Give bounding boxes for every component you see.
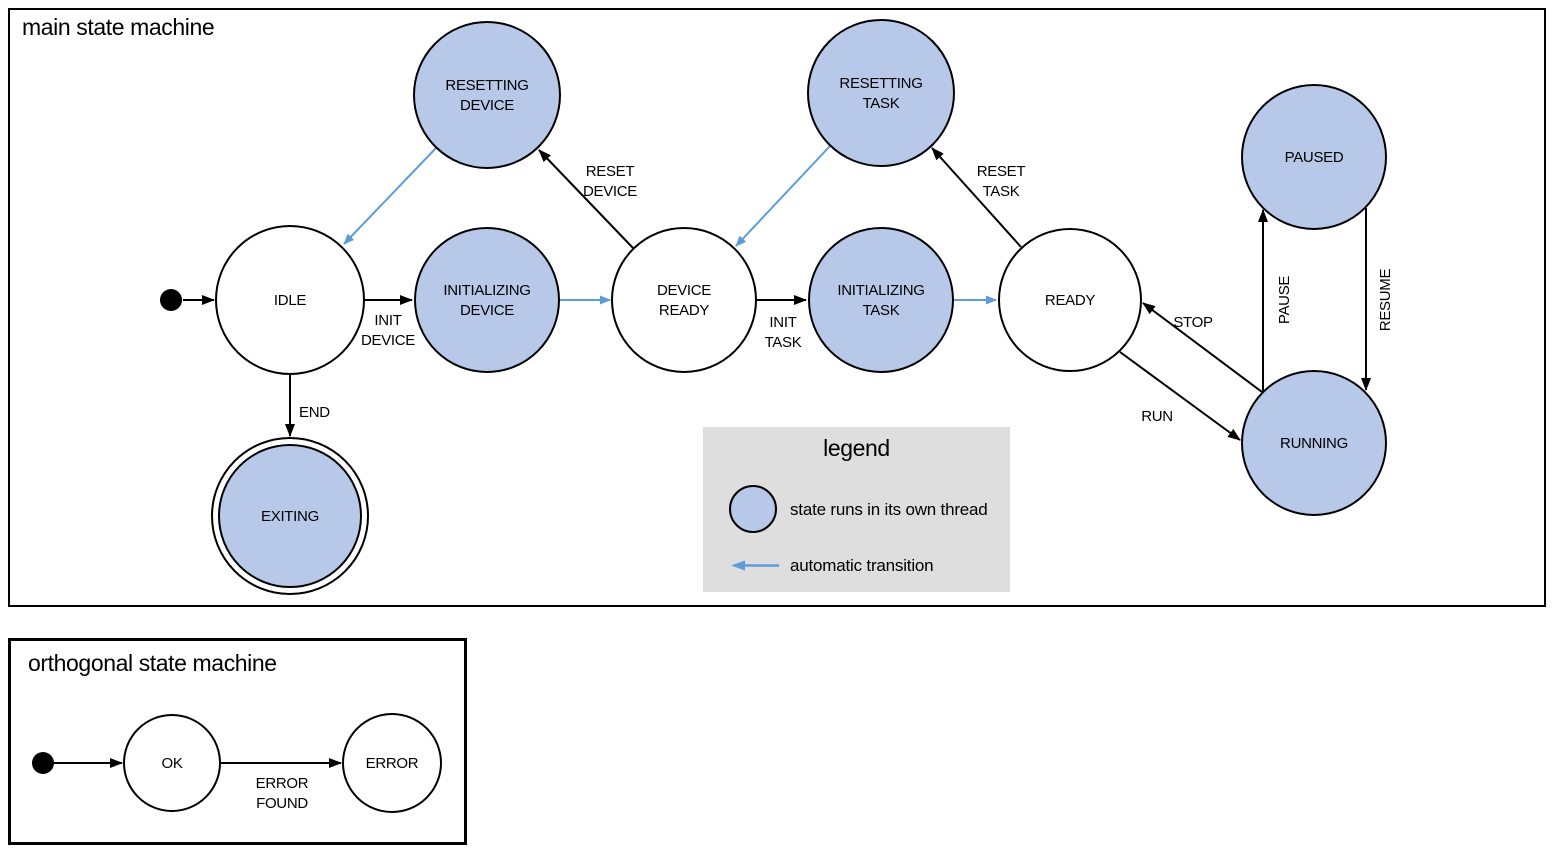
state-label-resetting-task: RESETTING TASK — [839, 75, 922, 112]
transition-label-pause: PAUSE — [1276, 276, 1293, 325]
automatic-transition-arrow-icon — [731, 560, 779, 571]
transition-label-line: INIT — [769, 314, 796, 331]
transition-label-line: STOP — [1173, 314, 1213, 331]
orthogonal-state-machine-title: orthogonal state machine — [28, 650, 277, 676]
state-label-line: RUNNING — [1280, 435, 1348, 452]
transition-run — [1119, 351, 1241, 441]
state-label-line: DEVICE — [657, 282, 711, 299]
main-state-machine-panel — [8, 8, 1546, 607]
transition-reset-device — [538, 149, 634, 249]
state-label-ready: READY — [1045, 292, 1095, 309]
state-label-line: EXITING — [261, 508, 319, 525]
state-ready — [998, 228, 1142, 372]
legend-title: legend — [823, 435, 890, 461]
transition-label-line: DEVICE — [583, 183, 637, 200]
initial-state-dot — [32, 752, 54, 774]
transition-label-line: FOUND — [256, 795, 308, 812]
transition-label-line: RUN — [1141, 408, 1173, 425]
transition-label-line: RESET — [977, 163, 1026, 180]
transition-reset-task — [931, 147, 1022, 248]
state-label-line: DEVICE — [460, 97, 514, 114]
state-label-ok: OK — [161, 755, 182, 772]
state-label-line: ERROR — [366, 755, 419, 772]
transition-label-line: ERROR — [256, 775, 309, 792]
legend-auto-label: automatic transition — [790, 556, 934, 575]
state-paused — [1241, 84, 1387, 230]
transition-label-line: PAUSE — [1276, 276, 1293, 325]
state-label-error: ERROR — [366, 755, 419, 772]
transition-stop — [1142, 302, 1263, 393]
state-label-initializing-device: INITIALIZING DEVICE — [443, 282, 530, 319]
state-label-idle: IDLE — [274, 292, 306, 309]
state-label-device-ready: DEVICE READY — [657, 282, 711, 319]
state-initializing-device — [414, 227, 560, 373]
state-label-line: INITIALIZING — [837, 282, 924, 299]
state-label-line: OK — [161, 755, 182, 772]
transition-auto-resetting-device-to-idle — [343, 147, 437, 245]
state-initializing-task — [808, 227, 954, 373]
transition-label-error-found: ERROR FOUND — [256, 775, 309, 812]
transition-label-line: INIT — [374, 312, 401, 329]
transition-label-resume: RESUME — [1377, 269, 1394, 332]
state-running — [1241, 370, 1387, 516]
initial-state-dot — [160, 289, 182, 311]
state-label-line: TASK — [863, 95, 900, 112]
transition-label-line: DEVICE — [361, 332, 415, 349]
transition-label-line: TASK — [983, 183, 1020, 200]
state-label-line: PAUSED — [1285, 149, 1344, 166]
legend-thread-label: state runs in its own thread — [790, 500, 988, 519]
threaded-state-sample-icon — [729, 485, 777, 533]
state-ok — [123, 714, 221, 812]
state-resetting-task — [807, 19, 955, 167]
transition-auto-resetting-task-to-device-ready — [735, 145, 831, 247]
state-error — [342, 713, 442, 813]
state-label-resetting-device: RESETTING DEVICE — [445, 77, 528, 114]
orthogonal-state-machine-panel — [8, 638, 467, 845]
transition-label-line: RESET — [586, 163, 635, 180]
transition-label-reset-device: RESET DEVICE — [583, 163, 637, 200]
state-label-line: RESETTING — [839, 75, 922, 92]
state-label-line: DEVICE — [460, 302, 514, 319]
transition-label-line: RESUME — [1377, 269, 1394, 332]
state-label-line: READY — [1045, 292, 1095, 309]
legend-panel: legend state runs in its own thread auto… — [703, 427, 1010, 592]
transition-label-line: END — [299, 404, 330, 421]
state-label-initializing-task: INITIALIZING TASK — [837, 282, 924, 319]
transition-label-stop: STOP — [1173, 314, 1213, 331]
state-label-paused: PAUSED — [1285, 149, 1344, 166]
transition-label-init-task: INIT TASK — [765, 314, 802, 351]
state-label-line: RESETTING — [445, 77, 528, 94]
transition-label-init-device: INIT DEVICE — [361, 312, 415, 349]
state-label-line: READY — [659, 302, 709, 319]
transition-label-end: END — [299, 404, 330, 421]
main-state-machine-title: main state machine — [22, 14, 215, 40]
state-resetting-device — [413, 21, 561, 169]
state-device-ready — [611, 227, 757, 373]
transition-label-reset-task: RESET TASK — [977, 163, 1026, 200]
state-idle — [215, 225, 365, 375]
state-label-exiting: EXITING — [261, 508, 319, 525]
state-label-running: RUNNING — [1280, 435, 1348, 452]
state-label-line: TASK — [863, 302, 900, 319]
state-label-line: INITIALIZING — [443, 282, 530, 299]
state-label-line: IDLE — [274, 292, 306, 309]
state-exiting — [218, 444, 362, 588]
transition-label-line: TASK — [765, 334, 802, 351]
transition-label-run: RUN — [1141, 408, 1173, 425]
